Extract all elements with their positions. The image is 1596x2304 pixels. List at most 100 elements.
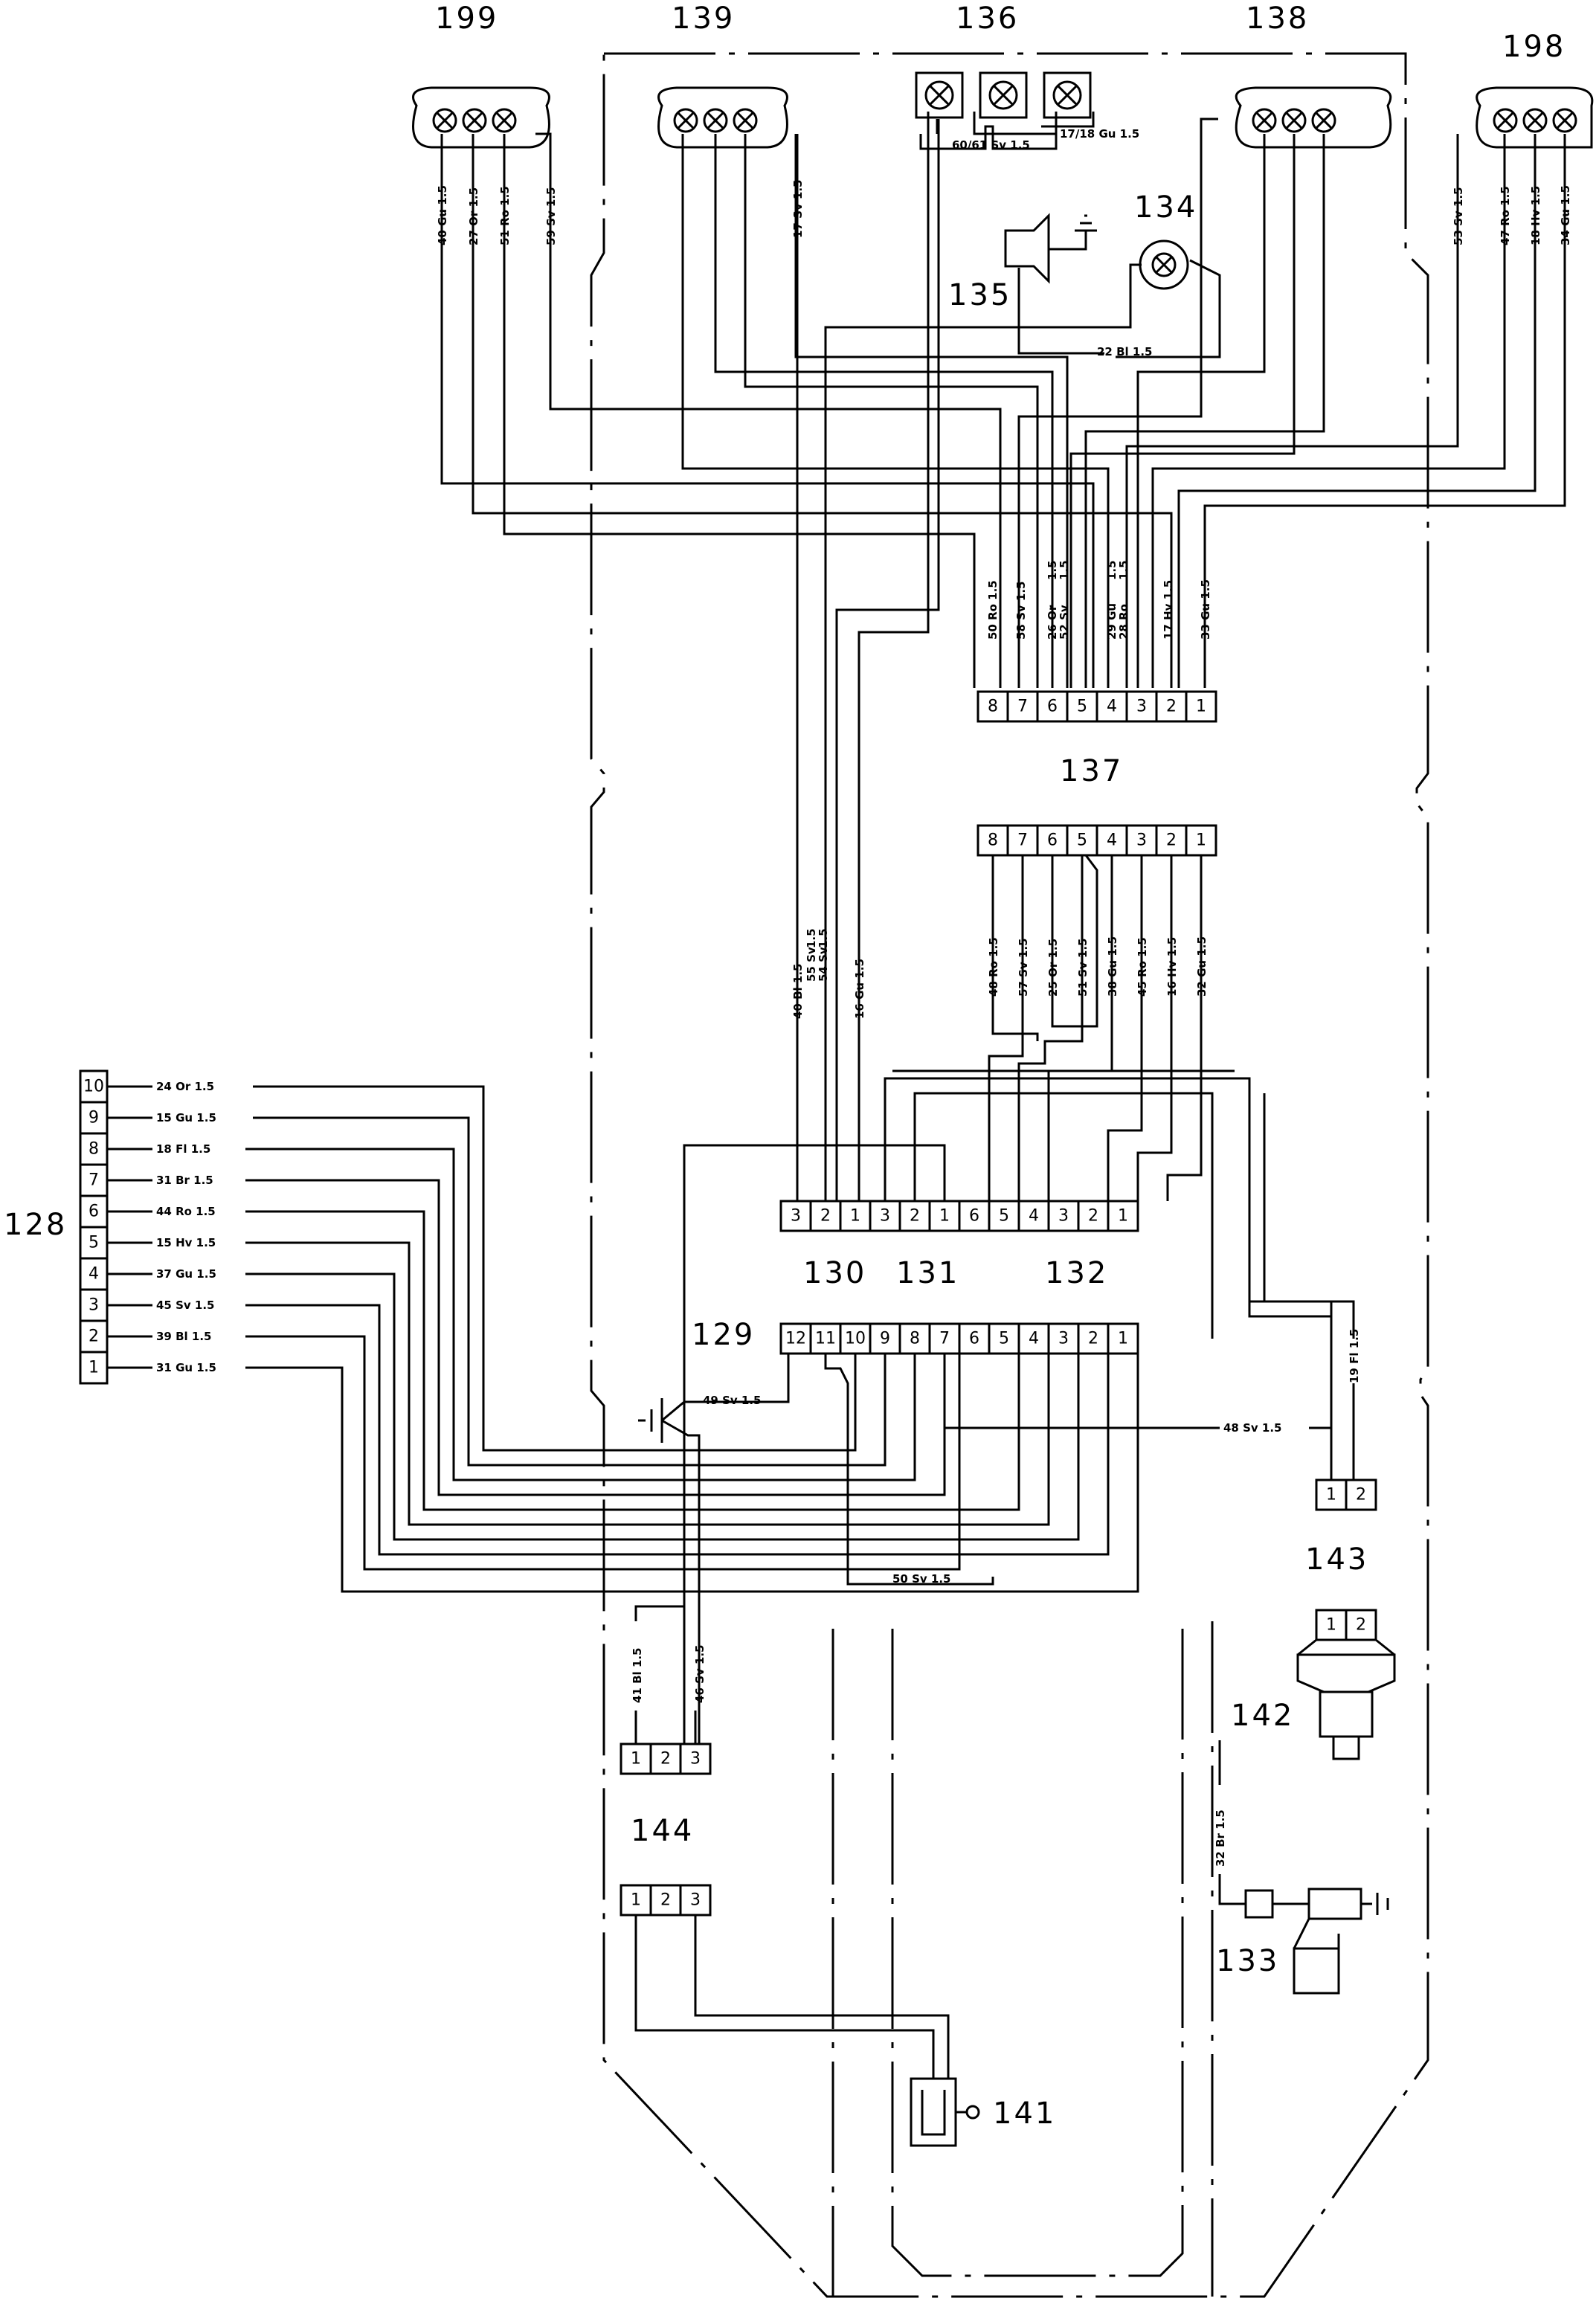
svg-text:3: 3 <box>1058 1330 1069 1348</box>
wire-label-top8-b2: 1.5 <box>1058 560 1071 580</box>
wire-labels-137-top: 50 Ro 1.5 58 Sv 1.5 26 Or 52 Sv 1.5 1.5 … <box>986 560 1212 640</box>
wire-label-128-5: 15 Hv 1.5 <box>156 1236 216 1249</box>
wire-label-top8-6: 28 Ro <box>1117 604 1130 640</box>
wire-144-1 <box>634 1915 935 2079</box>
component-label-132: 132 <box>1045 1256 1108 1290</box>
svg-text:1: 1 <box>850 1207 860 1226</box>
wire-label-mid8-4: 51 Sv 1.5 <box>1076 939 1090 997</box>
wire-label-vert-1: 40 Bl 1.5 <box>791 964 805 1019</box>
svg-text:2: 2 <box>89 1328 99 1346</box>
wire-label-top8-3: 26 Or <box>1046 605 1059 640</box>
lamp-136: 136 60/61 Sv 1.5 17/18 Gu 1.5 <box>915 1 1139 152</box>
buzzer-135-symbol <box>1004 213 1050 284</box>
wire-label-19: 19 Fl 1.5 <box>1348 1329 1361 1383</box>
svg-text:2: 2 <box>660 1891 671 1910</box>
wire-label-199-2: 27 Or 1.5 <box>467 187 480 245</box>
component-label-128: 128 <box>4 1208 67 1242</box>
component-label-141: 141 <box>993 2097 1056 2131</box>
lamp-139-housing <box>657 86 788 149</box>
svg-text:8: 8 <box>89 1140 99 1159</box>
wire-label-top8-7: 17 Hv 1.5 <box>1162 580 1175 640</box>
wire-label-vert-2: 55 Sv <box>805 947 818 982</box>
svg-text:8: 8 <box>910 1330 920 1348</box>
wire-label-top8-b1: 1.5 <box>1046 560 1059 580</box>
connector-144-top: 1 2 3 <box>620 1743 712 1775</box>
wire-label-top8-5: 29 Gu <box>1105 603 1119 640</box>
component-label-137: 137 <box>1060 754 1123 788</box>
wire-41 <box>634 1605 684 1744</box>
svg-text:11: 11 <box>815 1330 836 1348</box>
svg-text:2: 2 <box>1166 831 1177 850</box>
wire-50 <box>824 1354 994 1586</box>
wire-label-128-7: 31 Br 1.5 <box>156 1174 213 1187</box>
lamp-134: 134 <box>1134 190 1197 290</box>
vehicle-outline <box>590 52 1429 2298</box>
wire-label-mid8-1: 48 Ro 1.5 <box>987 937 1000 997</box>
wire-label-mid8-6: 45 Ro 1.5 <box>1136 937 1149 997</box>
wire-label-48: 48 Sv 1.5 <box>1223 1421 1281 1435</box>
wire-label-vert-b2: 1.5 <box>817 928 830 948</box>
wire-label-128-3: 45 Sv 1.5 <box>156 1299 214 1312</box>
lamp-199-bulbs <box>432 108 517 133</box>
svg-text:3: 3 <box>880 1207 890 1226</box>
wire-label-198-3: 18 Hv 1.5 <box>1529 186 1542 245</box>
svg-text:2: 2 <box>1088 1330 1098 1348</box>
wire-label-128-1: 31 Gu 1.5 <box>156 1361 216 1374</box>
component-label-134: 134 <box>1134 190 1197 225</box>
svg-text:4: 4 <box>1107 698 1117 716</box>
svg-text:2: 2 <box>1166 698 1177 716</box>
component-label-135: 135 <box>948 278 1011 312</box>
svg-text:3: 3 <box>1136 831 1147 850</box>
svg-text:3: 3 <box>791 1207 801 1226</box>
wire-label-128-2: 39 Bl 1.5 <box>156 1330 211 1343</box>
connector-130-131-132: 3 2 1 3 2 1 6 5 4 3 2 1 <box>779 1200 1139 1232</box>
svg-text:6: 6 <box>1047 698 1058 716</box>
wire-label-198-1: 53 Sv 1.5 <box>1452 187 1465 245</box>
svg-text:1: 1 <box>1326 1486 1336 1505</box>
wire-label-vert-3: 54 Sv <box>817 947 830 982</box>
component-label-142: 142 <box>1231 1699 1294 1733</box>
svg-text:4: 4 <box>1029 1330 1039 1348</box>
wire-144-3 <box>694 1915 950 2079</box>
svg-text:2: 2 <box>910 1207 920 1226</box>
svg-text:3: 3 <box>690 1750 701 1769</box>
connector-128: 128 10 9 8 7 6 5 4 3 2 1 <box>4 1069 109 1385</box>
wire-label-vert-4: 16 Gu 1.5 <box>853 959 866 1019</box>
wire-labels-137-mid: 48 Ro 1.5 57 Sv 1.5 25 Or 1.5 51 Sv 1.5 … <box>987 936 1209 997</box>
svg-text:3: 3 <box>89 1296 99 1315</box>
wire-label-198-4: 34 Gu 1.5 <box>1559 185 1572 245</box>
component-label-131: 131 <box>896 1256 959 1290</box>
lamp-198: 198 <box>1476 30 1594 149</box>
svg-text:7: 7 <box>1017 831 1028 850</box>
wire-label-top8-b4: 1.5 <box>1117 560 1130 580</box>
wire-label-mid8-2: 57 Sv 1.5 <box>1017 939 1030 997</box>
switch-symbol-129: 49 Sv 1.5 <box>638 1354 790 1744</box>
switch-142: 1 2 <box>1296 1609 1396 1760</box>
wire-label-top8-8: 33 Gu 1.5 <box>1199 579 1212 640</box>
wire-label-128-6: 44 Ro 1.5 <box>156 1205 216 1218</box>
svg-text:12: 12 <box>785 1330 806 1348</box>
wire-label-128-10: 24 Or 1.5 <box>156 1080 214 1093</box>
svg-text:4: 4 <box>1107 831 1117 850</box>
wire-label-139: 17 Sv 1.5 <box>791 180 805 238</box>
svg-text:8: 8 <box>988 698 998 716</box>
svg-text:1: 1 <box>1196 698 1206 716</box>
svg-text:2: 2 <box>1088 1207 1098 1226</box>
wire-label-199-1: 40 Gu 1.5 <box>436 185 449 245</box>
lamp-138: 138 <box>1235 1 1392 149</box>
svg-text:5: 5 <box>999 1330 1009 1348</box>
component-label-136: 136 <box>956 1 1019 36</box>
svg-text:1: 1 <box>1118 1207 1128 1226</box>
svg-text:9: 9 <box>880 1330 890 1348</box>
svg-text:10: 10 <box>83 1078 104 1096</box>
connector-137-top: 8 7 6 5 4 3 2 1 <box>976 690 1217 723</box>
svg-text:6: 6 <box>89 1203 99 1221</box>
svg-text:1: 1 <box>1196 831 1206 850</box>
svg-text:9: 9 <box>89 1109 99 1127</box>
component-label-143: 143 <box>1305 1542 1368 1577</box>
svg-text:1: 1 <box>631 1750 641 1769</box>
wire-label-mid8-3: 25 Or 1.5 <box>1046 939 1060 997</box>
lamp-199: 199 <box>412 1 550 149</box>
buzzer-135: 135 22 Bl 1.5 <box>948 213 1152 358</box>
